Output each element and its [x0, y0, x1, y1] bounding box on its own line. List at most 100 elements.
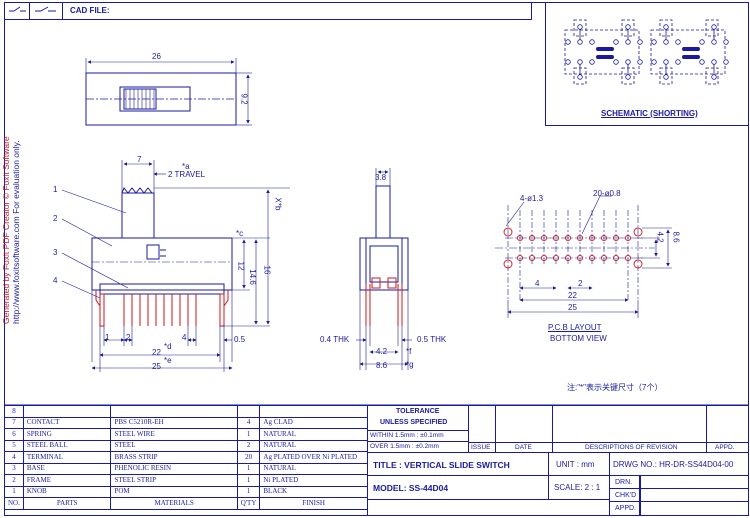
appd-text: APPD.: [615, 505, 637, 512]
bom-name: STEEL BALL: [22, 439, 112, 452]
bom-qty: 1: [236, 462, 261, 475]
callout-1: 1: [53, 185, 58, 194]
callout-2: 2: [53, 214, 58, 223]
tolerance-title: TOLERANCE: [396, 408, 440, 415]
drwg-text: DRWG NO.: HR-DR-SS44D04-00: [613, 460, 734, 469]
bom-finish: NATURAL: [259, 428, 368, 441]
schematic-box: [545, 2, 749, 126]
model-text: MODEL: SS-44D04: [373, 483, 449, 493]
bom-material: BRASS STRIP: [110, 451, 238, 464]
cad-file-cell: [62, 2, 532, 20]
schematic-diagram: [564, 19, 729, 85]
front-mark-c: *c: [236, 229, 244, 238]
front-mark-b: X*b: [273, 197, 283, 211]
side-dim-8-6: 8.6: [376, 361, 388, 370]
bom-qty: 20: [236, 451, 261, 464]
bom-material: POM: [110, 485, 238, 498]
pcb-dim-8-6: 8.6: [671, 231, 681, 243]
revision-issue: ISSUE: [471, 444, 491, 451]
tolerance-within: WITHIN 1.5mm : ±0.1mm: [370, 432, 444, 439]
pcb-dim-22: 22: [568, 291, 577, 300]
bom-name: CONTACT: [22, 416, 112, 429]
drn-text: DRN.: [615, 479, 633, 486]
side-dim-top: 3.8: [375, 173, 387, 182]
callout-4: 4: [53, 276, 58, 285]
chkd-text: CHK'D: [615, 492, 637, 499]
bom-no: 4: [4, 451, 24, 464]
bom-header-qty: Q'TY: [236, 497, 261, 510]
side-thk-right: 0.5 THK: [417, 335, 447, 344]
front-dim-2: 2: [126, 333, 131, 342]
bom-name: BASE: [22, 462, 112, 475]
bom-name: FRAME: [22, 474, 112, 487]
model-lower-cell: [367, 499, 610, 516]
schematic-contacts: [596, 47, 700, 59]
front-dim-4: 4: [182, 333, 187, 342]
front-dim-14-6: 14.6: [247, 269, 257, 285]
top-view: [85, 58, 252, 126]
bom-material: [110, 405, 238, 418]
bom-material: PHENOLIC RESIN: [110, 462, 238, 475]
bom-header-finish: FINISH: [259, 497, 368, 510]
tolerance-over: OVER 1.5mm : ±0.2mm: [370, 443, 439, 450]
bom-finish: Ni PLATED: [259, 474, 368, 487]
revision-descriptions: DESCRIPTIONS OF REVISION: [585, 444, 678, 451]
bom-qty: [236, 405, 261, 418]
bom-material: STEEL WIRE: [110, 428, 238, 441]
key-dimension-note: 注:"*"表示关键尺寸（7个）: [567, 383, 663, 392]
bom-no: 1: [4, 485, 24, 498]
bom-finish: Ag PLATED OVER Ni PLATED: [259, 451, 368, 464]
scale-text: SCALE: 2 : 1: [554, 483, 601, 492]
bom-finish: NATURAL: [259, 439, 368, 452]
front-mark-e: *e: [164, 356, 172, 365]
bom-qty: 1: [236, 485, 261, 498]
bom-name: KNOB: [22, 485, 112, 498]
bom-finish: [259, 405, 368, 418]
bom-name: TERMINAL: [22, 451, 112, 464]
bom-header-no: NO.: [4, 497, 24, 510]
pcb-title: P.C.B LAYOUT: [548, 323, 602, 332]
drn-divider: [639, 475, 641, 516]
callout-3: 3: [53, 248, 58, 257]
pcb-dim-25: 25: [568, 303, 577, 312]
bom-no: 2: [4, 474, 24, 487]
side-mark-f: *f: [406, 347, 412, 356]
bom-no: 8: [4, 405, 24, 418]
side-thk-left: 0.4 THK: [320, 335, 350, 344]
top-dim-length: 26: [152, 52, 161, 61]
unit-text: UNIT : mm: [556, 460, 595, 469]
front-dim-travel: 2 TRAVEL: [168, 170, 206, 179]
bom-name: [22, 405, 112, 418]
front-view: [61, 160, 290, 372]
side-mark-g: *g: [406, 360, 414, 369]
bom-header-materials: MATERIALS: [110, 497, 238, 510]
side-view: [356, 168, 412, 370]
pcb-layout: [495, 195, 672, 318]
front-dim-22: 22: [152, 348, 161, 357]
front-dim-25: 25: [152, 362, 161, 371]
bom-no: 5: [4, 439, 24, 452]
switch-symbol-icon: [9, 6, 56, 12]
side-dim-4-2: 4.2: [376, 347, 388, 356]
front-dim-16: 16: [262, 265, 272, 275]
bom-no: 7: [4, 416, 24, 429]
bom-name: SPRING: [22, 428, 112, 441]
bom-no: 6: [4, 428, 24, 441]
pcb-hole-small: 20-ø0.8: [593, 189, 621, 198]
schematic-title: SCHEMATIC (SHORTING): [601, 109, 698, 118]
bom-material: STEEL: [110, 439, 238, 452]
bom-finish: Ag CLAD: [259, 416, 368, 429]
front-mark-a: *a: [182, 162, 190, 171]
front-mark-d: *d: [164, 342, 172, 351]
front-dim-0-5: 0.5: [234, 335, 246, 344]
bom-row: 8: [4, 405, 368, 418]
